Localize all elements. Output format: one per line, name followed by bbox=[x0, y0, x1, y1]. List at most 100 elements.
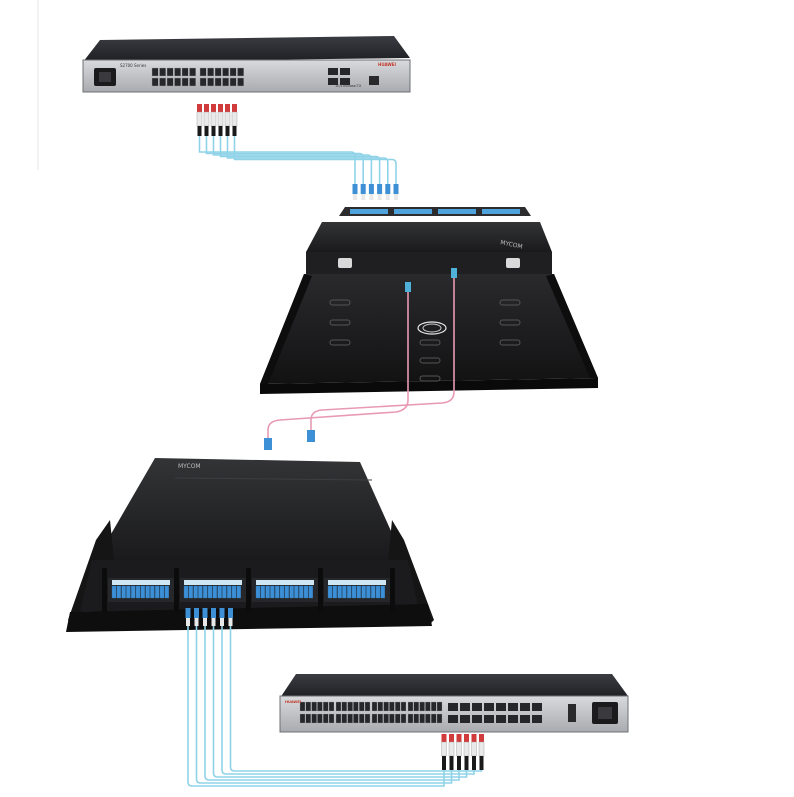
rj45-port bbox=[400, 701, 407, 712]
rj45-port bbox=[311, 713, 317, 724]
rj45-port bbox=[407, 701, 414, 712]
panel-lc-cassettes bbox=[108, 578, 390, 602]
rj45-port bbox=[364, 713, 371, 724]
rear-adapter bbox=[438, 209, 476, 214]
rj45-port bbox=[431, 713, 437, 724]
lc-adapter bbox=[150, 585, 155, 599]
lc-connector bbox=[211, 608, 216, 618]
panel-brand-logo: MYCOM bbox=[178, 463, 201, 470]
lc-adapter bbox=[193, 585, 198, 599]
lc-connector bbox=[471, 741, 477, 757]
rj45-port bbox=[389, 713, 395, 724]
bottom-switch: HUAWEI bbox=[279, 674, 629, 733]
rj45-port bbox=[159, 77, 166, 87]
tray-front-lip bbox=[260, 378, 598, 394]
rj45-port bbox=[199, 77, 207, 87]
tray-mpo-connector-right bbox=[451, 268, 457, 278]
cassette-divider bbox=[246, 568, 251, 612]
lc-boot bbox=[449, 734, 454, 742]
tray-fiber-spool bbox=[417, 321, 447, 335]
top-switch-brand-logo: HUAWEI bbox=[378, 62, 397, 67]
panel-output-lc-connectors bbox=[185, 608, 233, 626]
lc-adapter bbox=[327, 585, 333, 599]
rj45-port bbox=[347, 713, 353, 724]
fiber-cable bbox=[212, 136, 373, 186]
lc-adapter bbox=[159, 585, 165, 599]
tray-right-rail bbox=[546, 274, 598, 378]
rj45-port bbox=[151, 67, 159, 77]
middle-fiber-tray: MYCOM bbox=[260, 207, 598, 394]
sfp-port bbox=[496, 703, 506, 711]
rj45-port bbox=[413, 701, 419, 712]
lc-adapter bbox=[366, 585, 371, 599]
lc-connector-body bbox=[394, 194, 398, 200]
top-switch-lid bbox=[83, 36, 410, 62]
fiber-cable bbox=[221, 626, 475, 775]
lc-adapter bbox=[131, 585, 136, 599]
lc-connector bbox=[185, 608, 191, 618]
rj45-port bbox=[189, 67, 196, 77]
cable-slot bbox=[419, 375, 441, 382]
lc-connector bbox=[210, 111, 217, 127]
rj45-port bbox=[359, 713, 365, 724]
lc-connector-body bbox=[220, 618, 224, 626]
cassette-divider bbox=[390, 568, 395, 612]
lc-adapter bbox=[361, 585, 366, 599]
lc-connector bbox=[219, 608, 225, 618]
lc-adapter bbox=[332, 585, 337, 599]
lc-adapter bbox=[140, 585, 145, 599]
sfp-port bbox=[508, 715, 518, 723]
fiber-cable bbox=[198, 136, 356, 186]
lc-adapter bbox=[255, 585, 261, 599]
lc-adapter bbox=[231, 585, 237, 599]
tray-base bbox=[260, 274, 598, 384]
mpo-connector-right bbox=[307, 430, 315, 442]
cassette-divider bbox=[318, 568, 323, 612]
lc-adapter bbox=[198, 585, 203, 599]
lc-adapter bbox=[265, 585, 270, 599]
lc-adapter bbox=[236, 585, 241, 599]
sfp-port bbox=[484, 715, 494, 723]
cassette-divider bbox=[174, 568, 179, 612]
rj45-port bbox=[353, 701, 359, 712]
rj45-port bbox=[347, 701, 353, 712]
lc-latch bbox=[218, 126, 223, 136]
cable-slot bbox=[329, 339, 351, 346]
sfp-port bbox=[472, 715, 482, 723]
tray-rear-adapters bbox=[350, 209, 520, 214]
pink-trunk-cable-left bbox=[267, 292, 409, 440]
tray-brand-logo: MYCOM bbox=[500, 239, 524, 251]
rear-adapter bbox=[350, 209, 388, 214]
rj45-port bbox=[151, 77, 159, 87]
rj45-port bbox=[395, 713, 401, 724]
rj45-port bbox=[237, 67, 244, 77]
lc-connector-body bbox=[377, 194, 382, 200]
rj45-port bbox=[436, 701, 443, 712]
lc-boot bbox=[471, 734, 477, 742]
tray-left-latch bbox=[338, 258, 352, 268]
lc-adapter bbox=[155, 585, 160, 599]
sfp-port bbox=[484, 703, 494, 711]
lc-latch bbox=[457, 756, 461, 770]
rj45-port bbox=[166, 77, 174, 87]
rj45-port bbox=[364, 701, 371, 712]
cassette-divider bbox=[102, 568, 107, 612]
fiber-cable bbox=[212, 626, 468, 778]
fiber-cable bbox=[233, 136, 397, 186]
lc-connector bbox=[203, 111, 210, 127]
cassette-label-strip bbox=[328, 580, 386, 585]
top-lc-connector-group bbox=[196, 104, 238, 136]
rj45-port bbox=[299, 713, 306, 724]
sfp-port bbox=[508, 703, 518, 711]
lc-adapter bbox=[183, 585, 189, 599]
lc-adapter bbox=[289, 585, 294, 599]
cassette-label-strip bbox=[112, 580, 170, 585]
cable-slot bbox=[499, 339, 521, 346]
tray-mpo-connector-left bbox=[405, 282, 411, 292]
rear-adapter bbox=[482, 209, 520, 214]
lc-connector bbox=[377, 184, 383, 194]
bottom-switch-usb-port bbox=[568, 704, 576, 722]
lc-adapter bbox=[342, 585, 347, 599]
lc-boot bbox=[225, 104, 230, 112]
rj45-port bbox=[419, 713, 425, 724]
